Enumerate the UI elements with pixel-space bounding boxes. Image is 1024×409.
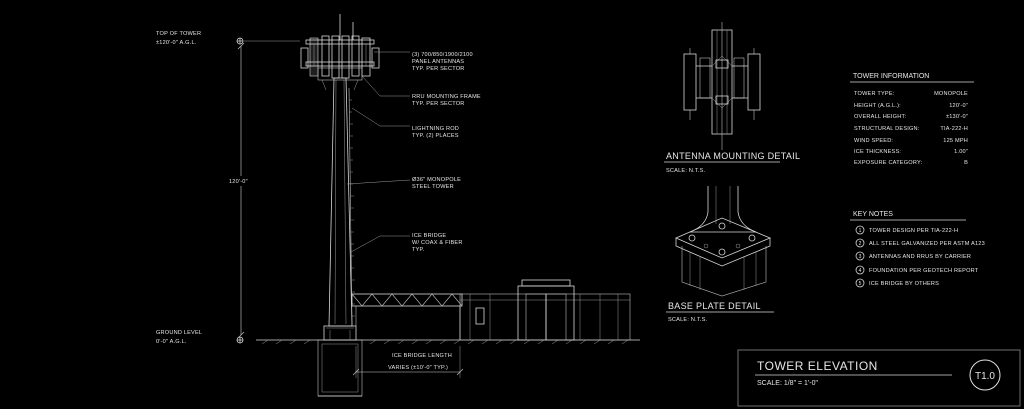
tower-info-row: TOWER TYPE: MONOPOLE <box>854 91 968 97</box>
ice-bridge <box>351 293 463 340</box>
antenna-detail-scale: SCALE: N.T.S. <box>666 168 706 174</box>
svg-text:ICE THICKNESS:: ICE THICKNESS: <box>854 149 901 155</box>
svg-text:3: 3 <box>859 254 862 260</box>
drawing-title: TOWER ELEVATION <box>757 359 878 373</box>
top-of-tower-label: TOP OF TOWER <box>156 31 201 37</box>
base-plate-detail-scale: SCALE: N.T.S. <box>668 317 708 323</box>
svg-text:W/ COAX & FIBER: W/ COAX & FIBER <box>412 240 463 246</box>
svg-text:TIA-222-H: TIA-222-H <box>940 126 968 132</box>
svg-text:ICE BRIDGE BY OTHERS: ICE BRIDGE BY OTHERS <box>869 281 939 287</box>
svg-text:TYP.: TYP. <box>412 247 425 253</box>
svg-text:EXPOSURE CATEGORY:: EXPOSURE CATEGORY: <box>854 160 923 166</box>
ground-level-elevation: 0'-0" A.G.L. <box>156 339 187 345</box>
svg-text:MONOPOLE: MONOPOLE <box>934 91 968 97</box>
key-notes: KEY NOTES 1 TOWER DESIGN PER TIA-222-H 2… <box>850 211 985 288</box>
svg-text:STRUCTURAL DESIGN:: STRUCTURAL DESIGN: <box>854 126 920 132</box>
svg-text:OVERALL HEIGHT:: OVERALL HEIGHT: <box>854 114 906 120</box>
svg-text:STEEL TOWER: STEEL TOWER <box>412 184 454 190</box>
svg-text:TYP. (2) PLACES: TYP. (2) PLACES <box>412 133 459 139</box>
equipment-fence <box>459 293 631 341</box>
height-dimension: 120'-0" <box>226 42 256 339</box>
svg-text:Ø36" MONOPOLE: Ø36" MONOPOLE <box>412 177 461 183</box>
antenna-mounting-detail <box>683 22 761 150</box>
top-of-tower-marker: TOP OF TOWER ±120'-0" A.G.L. <box>156 31 300 46</box>
svg-text:LIGHTNING ROD: LIGHTNING ROD <box>412 126 459 132</box>
svg-text:1: 1 <box>859 228 862 234</box>
svg-text:120'-0": 120'-0" <box>949 103 968 109</box>
tower-info-row: EXPOSURE CATEGORY: B <box>854 160 968 166</box>
callout-ice-bridge: ICE BRIDGE W/ COAX & FIBER TYP. <box>350 233 463 253</box>
svg-text:RRU MOUNTING FRAME: RRU MOUNTING FRAME <box>412 94 481 100</box>
svg-text:2: 2 <box>859 241 862 247</box>
svg-text:WIND SPEED:: WIND SPEED: <box>854 138 893 144</box>
sheet-number: T1.0 <box>975 371 995 382</box>
tower-info-row: OVERALL HEIGHT: ±130'-0" <box>854 114 968 120</box>
key-notes-header: KEY NOTES <box>853 211 893 218</box>
ice-bridge-dimension: ICE BRIDGE LENGTH VARIES (±10'-0" TYP.) <box>352 346 464 378</box>
svg-text:1.00": 1.00" <box>954 149 968 155</box>
key-note-item: 4 FOUNDATION PER GEOTECH REPORT <box>855 265 979 275</box>
antenna-detail-title: ANTENNA MOUNTING DETAIL <box>666 151 800 161</box>
drawing-scale: SCALE: 1/8" = 1'-0" <box>757 380 818 387</box>
ground-line <box>256 339 640 345</box>
svg-text:125 MPH: 125 MPH <box>943 138 968 144</box>
svg-text:TYP. PER SECTOR: TYP. PER SECTOR <box>412 101 465 107</box>
svg-text:5: 5 <box>859 281 862 287</box>
svg-text:±130'-0": ±130'-0" <box>946 114 968 120</box>
svg-text:B: B <box>964 160 968 166</box>
title-block: TOWER ELEVATION SCALE: 1/8" = 1'-0" T1.0 <box>737 349 1021 407</box>
ice-bridge-varies-label: VARIES (±10'-0" TYP.) <box>388 365 448 371</box>
tower-info-row: STRUCTURAL DESIGN: TIA-222-H <box>854 126 968 132</box>
ground-level-label: GROUND LEVEL <box>156 330 202 336</box>
tower-info-row: HEIGHT (A.G.L.): 120'-0" <box>854 103 968 109</box>
key-note-item: 2 ALL STEEL GALVANIZED PER ASTM A123 <box>855 238 985 248</box>
key-note-item: 5 ICE BRIDGE BY OTHERS <box>855 278 939 288</box>
tower-info-row: ICE THICKNESS: 1.00" <box>854 149 968 155</box>
key-note-item: 3 ANTENNAS AND RRUS BY CARRIER <box>855 251 971 261</box>
svg-text:FOUNDATION PER GEOTECH REPORT: FOUNDATION PER GEOTECH REPORT <box>869 268 979 274</box>
tower-info-header: TOWER INFORMATION <box>853 73 929 80</box>
svg-text:4: 4 <box>859 268 862 274</box>
svg-text:PANEL ANTENNAS: PANEL ANTENNAS <box>412 59 464 65</box>
svg-text:TOWER TYPE:: TOWER TYPE: <box>854 91 895 97</box>
caisson-foundation <box>317 339 363 397</box>
callout-lightning-rod: LIGHTNING ROD TYP. (2) PLACES <box>351 107 459 139</box>
height-dimension-text: 120'-0" <box>229 179 248 185</box>
svg-text:TYP. PER SECTOR: TYP. PER SECTOR <box>412 66 465 72</box>
callout-rru-frame: RRU MOUNTING FRAME TYP. PER SECTOR <box>361 75 481 107</box>
svg-text:HEIGHT (A.G.L.):: HEIGHT (A.G.L.): <box>854 103 901 109</box>
key-note-item: 1 TOWER DESIGN PER TIA-222-H <box>855 225 958 235</box>
svg-text:ICE BRIDGE: ICE BRIDGE <box>412 233 446 239</box>
tower-information-table: TOWER INFORMATION TOWER TYPE: MONOPOLE H… <box>850 73 974 166</box>
ice-bridge-length-label: ICE BRIDGE LENGTH <box>392 353 452 359</box>
callout-monopole: Ø36" MONOPOLE STEEL TOWER <box>346 177 461 190</box>
svg-text:(3) 700/850/1900/2100: (3) 700/850/1900/2100 <box>412 52 473 58</box>
svg-text:TOWER DESIGN PER TIA-222-H: TOWER DESIGN PER TIA-222-H <box>869 228 958 234</box>
svg-text:ANTENNAS AND RRUS BY CARRIER: ANTENNAS AND RRUS BY CARRIER <box>869 254 971 260</box>
base-plate-detail-title: BASE PLATE DETAIL <box>668 301 761 311</box>
monopole-tower <box>323 77 357 341</box>
base-plate-detail <box>674 186 772 297</box>
callout-panel-antennas: (3) 700/850/1900/2100 PANEL ANTENNAS TYP… <box>374 51 473 72</box>
svg-text:ALL STEEL GALVANIZED PER ASTM: ALL STEEL GALVANIZED PER ASTM A123 <box>869 241 985 247</box>
top-of-tower-elevation: ±120'-0" A.G.L. <box>156 40 197 46</box>
tower-info-row: WIND SPEED: 125 MPH <box>854 138 968 144</box>
equipment-shelter <box>517 279 575 341</box>
antenna-array <box>300 14 380 91</box>
ground-level-marker: GROUND LEVEL 0'-0" A.G.L. <box>156 330 244 345</box>
